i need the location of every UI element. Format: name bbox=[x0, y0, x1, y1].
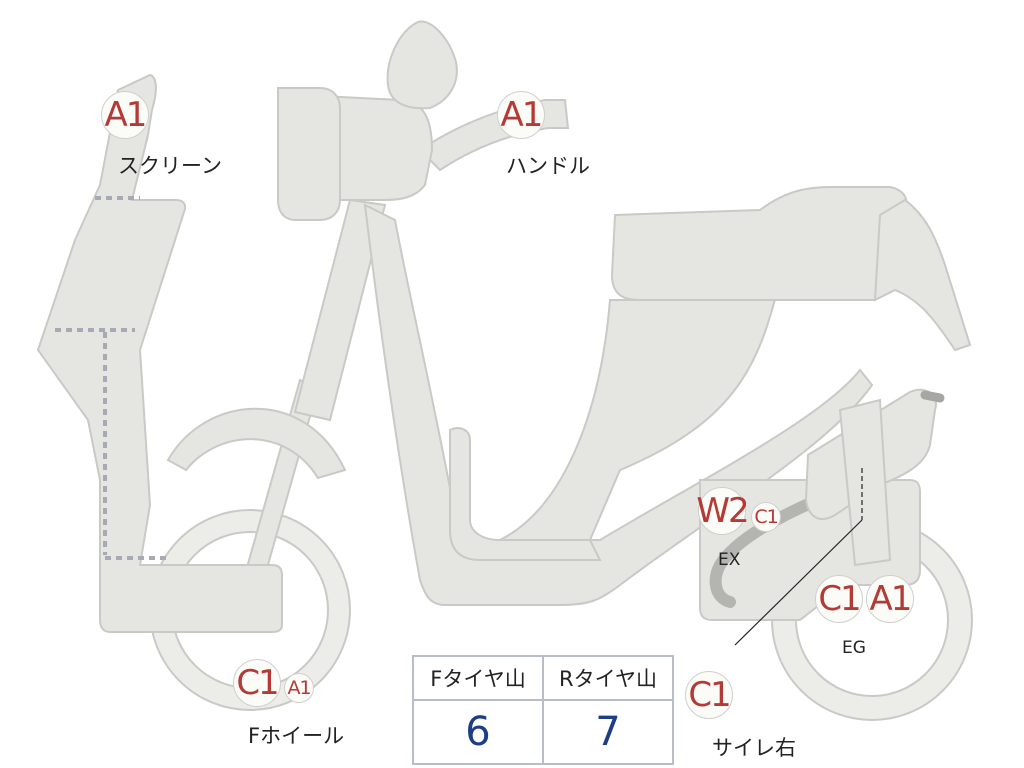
front-wheel-grade-badge-a1: A1 bbox=[284, 673, 314, 703]
side-right-label: サイレ右 bbox=[712, 736, 796, 760]
tire-tread-table: Fタイヤ山 Rタイヤ山 6 7 bbox=[412, 655, 674, 765]
exhaust-grade-badge-secondary: C1 bbox=[751, 502, 781, 532]
floor-board bbox=[449, 427, 602, 561]
front-tire-tread-header: Fタイヤ山 bbox=[412, 655, 544, 701]
screen-grade-badge: A1 bbox=[101, 91, 149, 139]
handle-label: ハンドル bbox=[506, 154, 590, 178]
engine-grade-badge-a1: A1 bbox=[866, 575, 914, 623]
tire-tread-header-row: Fタイヤ山 Rタイヤ山 bbox=[412, 655, 674, 701]
rear-tire-tread-header: Rタイヤ山 bbox=[542, 655, 674, 701]
rear-shock bbox=[838, 398, 892, 567]
engine-label: EG bbox=[842, 638, 866, 658]
leader-line-side bbox=[734, 519, 863, 646]
exhaust-grade-badge-primary: W2 bbox=[696, 487, 750, 535]
side-right-grade-badge: C1 bbox=[685, 671, 733, 719]
exhaust-label: EX bbox=[718, 550, 741, 570]
front-fender bbox=[166, 407, 347, 480]
rear-cowl bbox=[873, 198, 972, 352]
steering-column bbox=[293, 198, 387, 422]
exhaust-pipe bbox=[709, 489, 836, 608]
handle-grade-badge: A1 bbox=[497, 91, 545, 139]
front-wheel-label: Fホイール bbox=[248, 724, 345, 748]
front-wheel-grade-badge-c1: C1 bbox=[233, 659, 281, 707]
headlight bbox=[277, 87, 341, 221]
screen-label: スクリーン bbox=[118, 154, 222, 178]
rear-tire-tread-value: 7 bbox=[542, 699, 674, 765]
front-tire-tread-value: 6 bbox=[412, 699, 544, 765]
mirror bbox=[386, 20, 458, 110]
engine-grade-badge-c1: C1 bbox=[815, 575, 863, 623]
leg-shield bbox=[36, 73, 283, 633]
muffler-tip bbox=[920, 390, 945, 403]
tire-tread-value-row: 6 7 bbox=[412, 699, 674, 765]
seat bbox=[610, 186, 908, 301]
